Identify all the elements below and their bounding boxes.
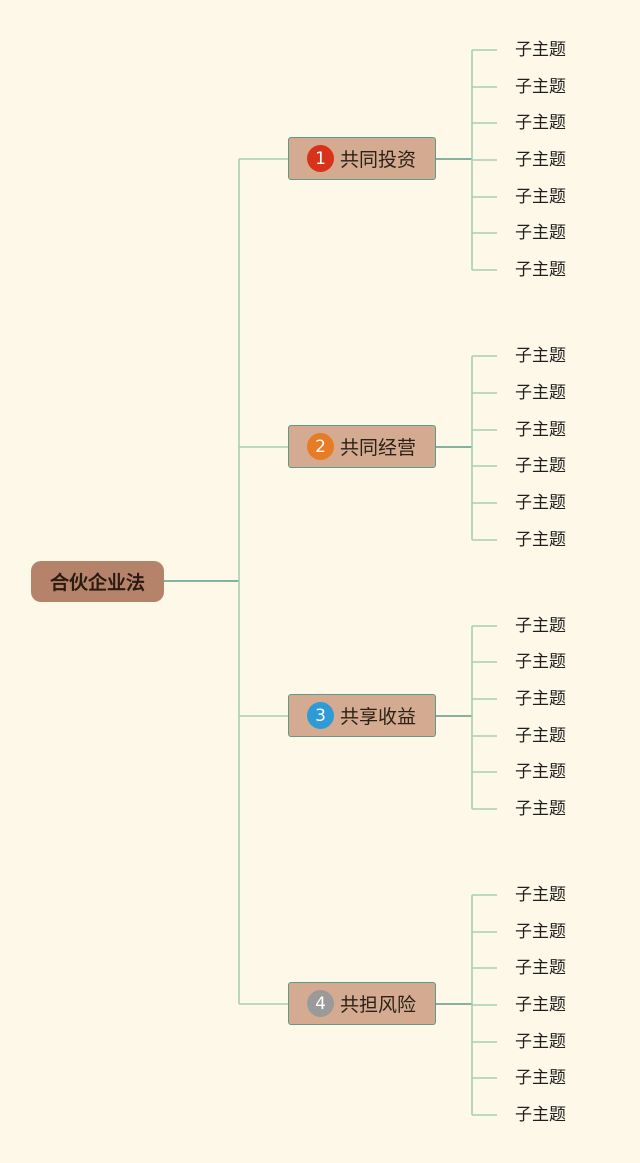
- subtopic-2-5[interactable]: 子主题: [515, 493, 566, 513]
- subtopic-1-1[interactable]: 子主题: [515, 40, 566, 60]
- branch-topic-label: 共同投资: [340, 149, 417, 171]
- subtopic-4-3[interactable]: 子主题: [515, 958, 566, 978]
- subtopic-4-2[interactable]: 子主题: [515, 922, 566, 942]
- branch-topic-label: 共担风险: [340, 994, 417, 1016]
- branch-topic-4[interactable]: 4 共担风险: [288, 982, 436, 1025]
- number-1-icon: 1: [307, 145, 334, 172]
- subtopic-2-3[interactable]: 子主题: [515, 420, 566, 440]
- subtopic-4-4[interactable]: 子主题: [515, 995, 566, 1015]
- subtopic-2-2[interactable]: 子主题: [515, 383, 566, 403]
- subtopic-3-6[interactable]: 子主题: [515, 799, 566, 819]
- subtopic-4-1[interactable]: 子主题: [515, 885, 566, 905]
- subtopic-1-5[interactable]: 子主题: [515, 187, 566, 207]
- number-3-icon: 3: [307, 702, 334, 729]
- subtopic-2-4[interactable]: 子主题: [515, 456, 566, 476]
- root-topic-label: 合伙企业法: [49, 572, 145, 594]
- subtopic-1-2[interactable]: 子主题: [515, 77, 566, 97]
- branch-topic-3[interactable]: 3 共享收益: [288, 694, 436, 737]
- number-2-icon: 2: [307, 433, 334, 460]
- branch-topic-1[interactable]: 1 共同投资: [288, 137, 436, 180]
- subtopic-1-3[interactable]: 子主题: [515, 113, 566, 133]
- subtopic-3-3[interactable]: 子主题: [515, 689, 566, 709]
- subtopic-2-6[interactable]: 子主题: [515, 530, 566, 550]
- subtopic-3-4[interactable]: 子主题: [515, 726, 566, 746]
- number-4-icon: 4: [307, 990, 334, 1017]
- subtopic-4-7[interactable]: 子主题: [515, 1105, 566, 1125]
- subtopic-3-1[interactable]: 子主题: [515, 616, 566, 636]
- subtopic-1-7[interactable]: 子主题: [515, 260, 566, 280]
- branch-topic-label: 共同经营: [340, 437, 417, 459]
- subtopic-3-2[interactable]: 子主题: [515, 652, 566, 672]
- subtopic-4-6[interactable]: 子主题: [515, 1068, 566, 1088]
- root-topic[interactable]: 合伙企业法: [31, 561, 164, 602]
- subtopic-4-5[interactable]: 子主题: [515, 1032, 566, 1052]
- subtopic-1-4[interactable]: 子主题: [515, 150, 566, 170]
- branch-topic-label: 共享收益: [340, 706, 417, 728]
- subtopic-2-1[interactable]: 子主题: [515, 346, 566, 366]
- subtopic-1-6[interactable]: 子主题: [515, 223, 566, 243]
- branch-topic-2[interactable]: 2 共同经营: [288, 425, 436, 468]
- subtopic-3-5[interactable]: 子主题: [515, 762, 566, 782]
